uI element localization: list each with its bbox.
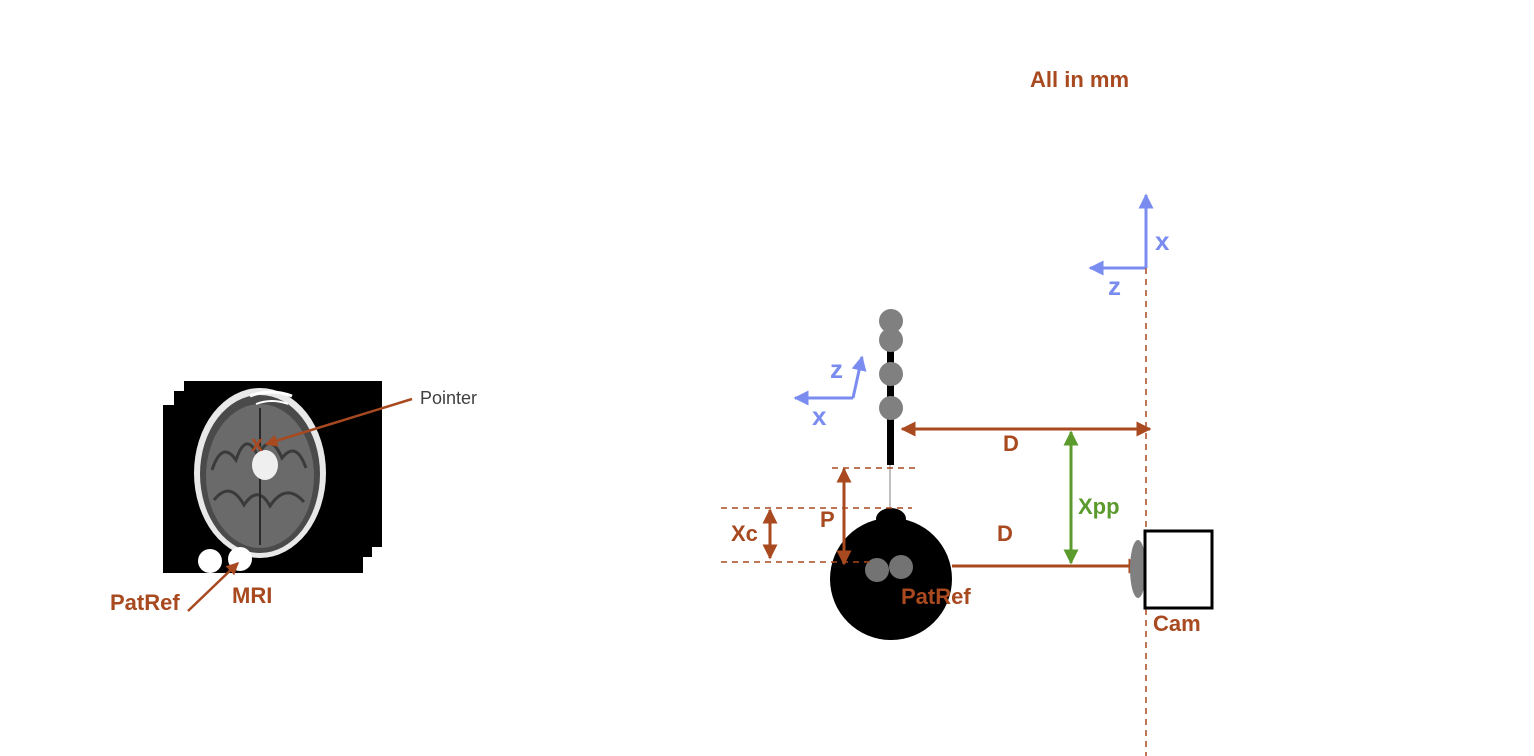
d-bottom-label: D — [997, 521, 1013, 546]
camera-axes: x z — [1088, 193, 1170, 301]
pointer-axis-z-arrow — [851, 355, 867, 399]
xc-label: Xc — [731, 521, 758, 546]
pointer-axes: z x — [793, 354, 867, 431]
pointer-label: Pointer — [420, 388, 477, 408]
xpp-label: Xpp — [1078, 494, 1120, 519]
pointer-arrow — [264, 397, 413, 447]
patref-arrow-mri — [187, 562, 239, 612]
pointer-shaft — [887, 320, 894, 465]
brain-scan-image — [194, 388, 326, 558]
d-top-label: D — [1003, 431, 1019, 456]
pointer-marker-ball-4 — [879, 396, 903, 420]
title-label: All in mm — [1030, 67, 1129, 92]
pointer-axis-x-label: x — [812, 401, 827, 431]
patref-label-scene: PatRef — [901, 584, 971, 609]
p-label: P — [820, 507, 835, 532]
camera-body — [1143, 529, 1214, 610]
camera — [1130, 529, 1214, 610]
camera-axis-x-label: x — [1155, 226, 1170, 256]
patient-head — [830, 508, 952, 640]
camera-lens — [1130, 540, 1146, 598]
patref-marker-right — [228, 547, 252, 571]
head-circle — [830, 518, 952, 640]
pointer-marker-ball-1 — [879, 309, 903, 333]
pointer-x-mark: x — [251, 431, 264, 456]
tumor-blob — [252, 450, 278, 480]
patref-marker-left — [198, 549, 222, 573]
patref-ball-left — [865, 558, 889, 582]
cam-label: Cam — [1153, 611, 1201, 636]
mri-stack — [163, 381, 382, 573]
patref-label-mri: PatRef — [110, 590, 180, 615]
pointer-tool — [879, 309, 903, 570]
head-nose — [876, 508, 906, 530]
pointer-marker-ball-2 — [879, 328, 903, 352]
pointer-axis-z-label: z — [830, 354, 843, 384]
camera-axis-z-label: z — [1108, 271, 1121, 301]
pointer-marker-ball-3 — [879, 362, 903, 386]
patref-ball-right — [889, 555, 913, 579]
mri-label: MRI — [232, 583, 272, 608]
